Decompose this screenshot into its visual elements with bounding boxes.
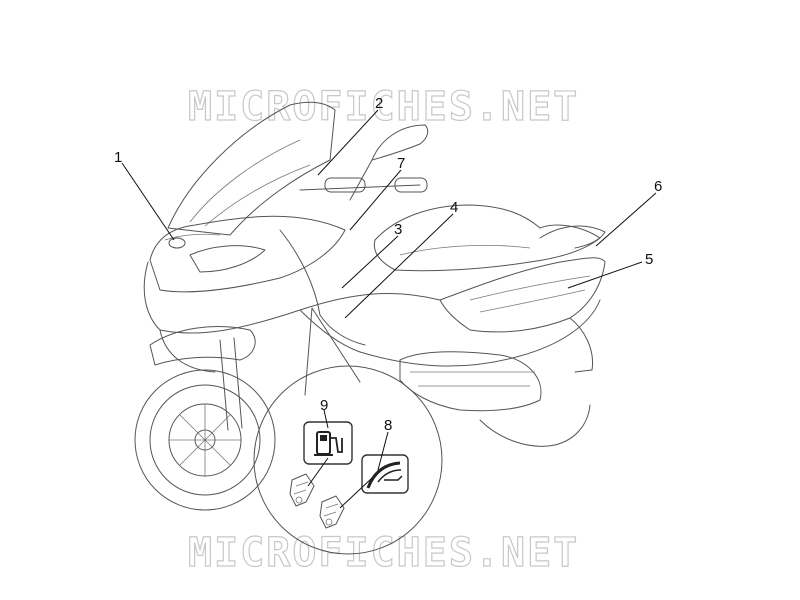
leader-lines [121,109,657,509]
callout-labels: 1 2 3 4 5 6 7 8 9 [114,95,662,434]
callout-3: 3 [394,221,402,238]
callout-1: 1 [114,149,122,166]
callout-5: 5 [645,251,653,268]
callout-4: 4 [450,199,458,216]
clip-part-right [319,495,345,529]
watermark-top: MICROFICHES.NET [188,84,579,130]
callout-8: 8 [384,417,392,434]
watermark-bottom: MICROFICHES.NET [188,530,579,576]
fuel-pump-icon [303,421,353,465]
callout-9: 9 [320,397,328,414]
scooter-drawing [134,101,606,511]
tyre-pressure-icon [361,454,409,494]
detail-inset [253,307,443,555]
clip-part-left [289,473,315,507]
callout-7: 7 [397,155,405,172]
callout-2: 2 [375,95,383,112]
callout-6: 6 [654,178,662,195]
